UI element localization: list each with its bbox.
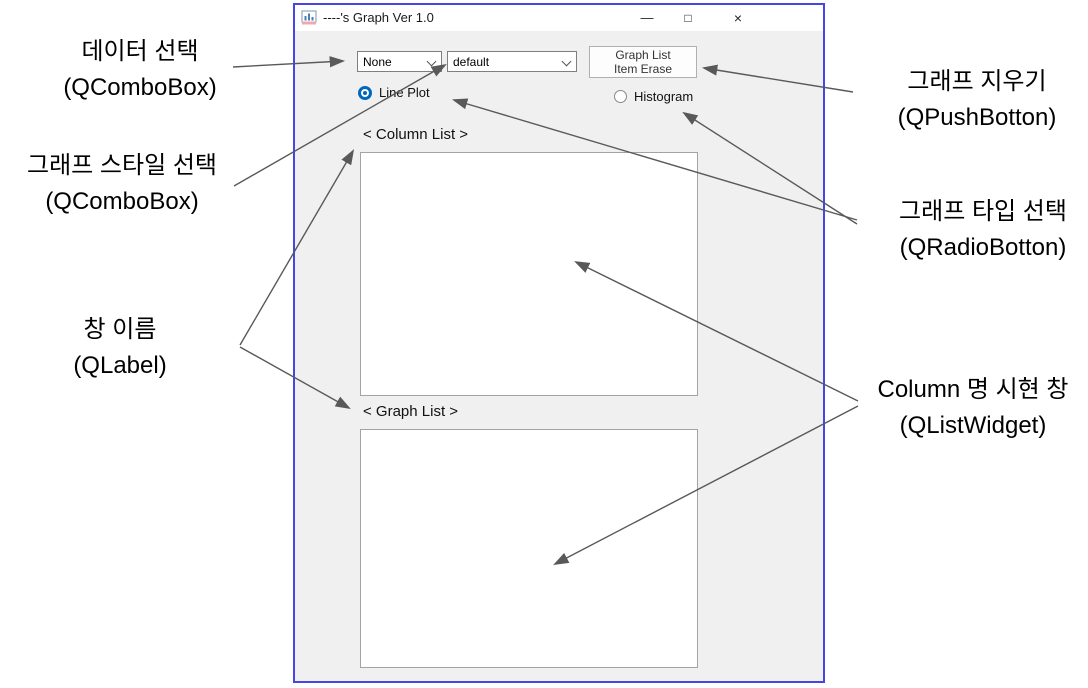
annotation-line2: (QRadioBotton): [899, 234, 1067, 261]
minimize-icon[interactable]: —: [640, 10, 654, 25]
chevron-down-icon: [561, 56, 572, 67]
line-plot-radio-label: Line Plot: [379, 85, 430, 100]
data-combobox-value: None: [363, 54, 392, 69]
annotation-graph-style-select: 그래프 스타일 선택 (QComboBox): [2, 148, 242, 220]
annotation-line2: (QListWidget): [899, 412, 1047, 439]
annotation-line2: (QComboBox): [45, 188, 199, 215]
column-list-widget[interactable]: [360, 152, 698, 396]
line-plot-radio[interactable]: Line Plot: [358, 85, 430, 100]
annotation-line1: 데이터 선택: [81, 38, 199, 65]
window-title: ----'s Graph Ver 1.0: [323, 10, 434, 25]
annotation-graph-erase: 그래프 지우기 (QPushBotton): [857, 64, 1088, 136]
graph-list-label: < Graph List >: [363, 403, 459, 420]
annotation-line1: 그래프 타입 선택: [899, 198, 1067, 225]
close-icon[interactable]: ×: [733, 10, 743, 26]
annotation-column-display: Column 명 시현 창 (QListWidget): [845, 372, 1088, 444]
annotation-line2: (QComboBox): [63, 74, 217, 101]
erase-button-label-line1: Graph List: [615, 48, 671, 62]
radio-unchecked-icon: [614, 90, 627, 103]
histogram-radio[interactable]: Histogram: [614, 89, 693, 104]
chevron-down-icon: [426, 56, 437, 67]
annotation-line1: 창 이름: [83, 316, 157, 343]
style-combobox-value: default: [453, 54, 490, 69]
annotation-line1: 그래프 스타일 선택: [27, 152, 217, 179]
annotation-data-select: 데이터 선택 (QComboBox): [25, 34, 255, 106]
annotation-line1: 그래프 지우기: [907, 68, 1047, 95]
titlebar[interactable]: ----'s Graph Ver 1.0 — □ ×: [295, 5, 823, 31]
annotation-line1: Column 명 시현 창: [877, 376, 1069, 403]
annotation-graph-type-select: 그래프 타입 선택 (QRadioBotton): [860, 194, 1088, 266]
app-window: ----'s Graph Ver 1.0 — □ × None default …: [293, 3, 825, 683]
annotation-line2: (QLabel): [73, 352, 167, 379]
radio-checked-icon: [358, 85, 372, 100]
annotation-window-name: 창 이름 (QLabel): [20, 312, 220, 384]
graph-list-item-erase-button[interactable]: Graph List Item Erase: [589, 46, 697, 78]
style-combobox[interactable]: default: [447, 51, 577, 72]
column-list-label: < Column List >: [363, 126, 469, 143]
app-icon: [301, 10, 317, 25]
data-combobox[interactable]: None: [357, 51, 442, 72]
annotation-line2: (QPushBotton): [897, 104, 1057, 131]
maximize-icon[interactable]: □: [684, 11, 692, 25]
histogram-radio-label: Histogram: [634, 89, 694, 104]
erase-button-label-line2: Item Erase: [613, 62, 673, 76]
graph-list-widget[interactable]: [360, 429, 698, 668]
